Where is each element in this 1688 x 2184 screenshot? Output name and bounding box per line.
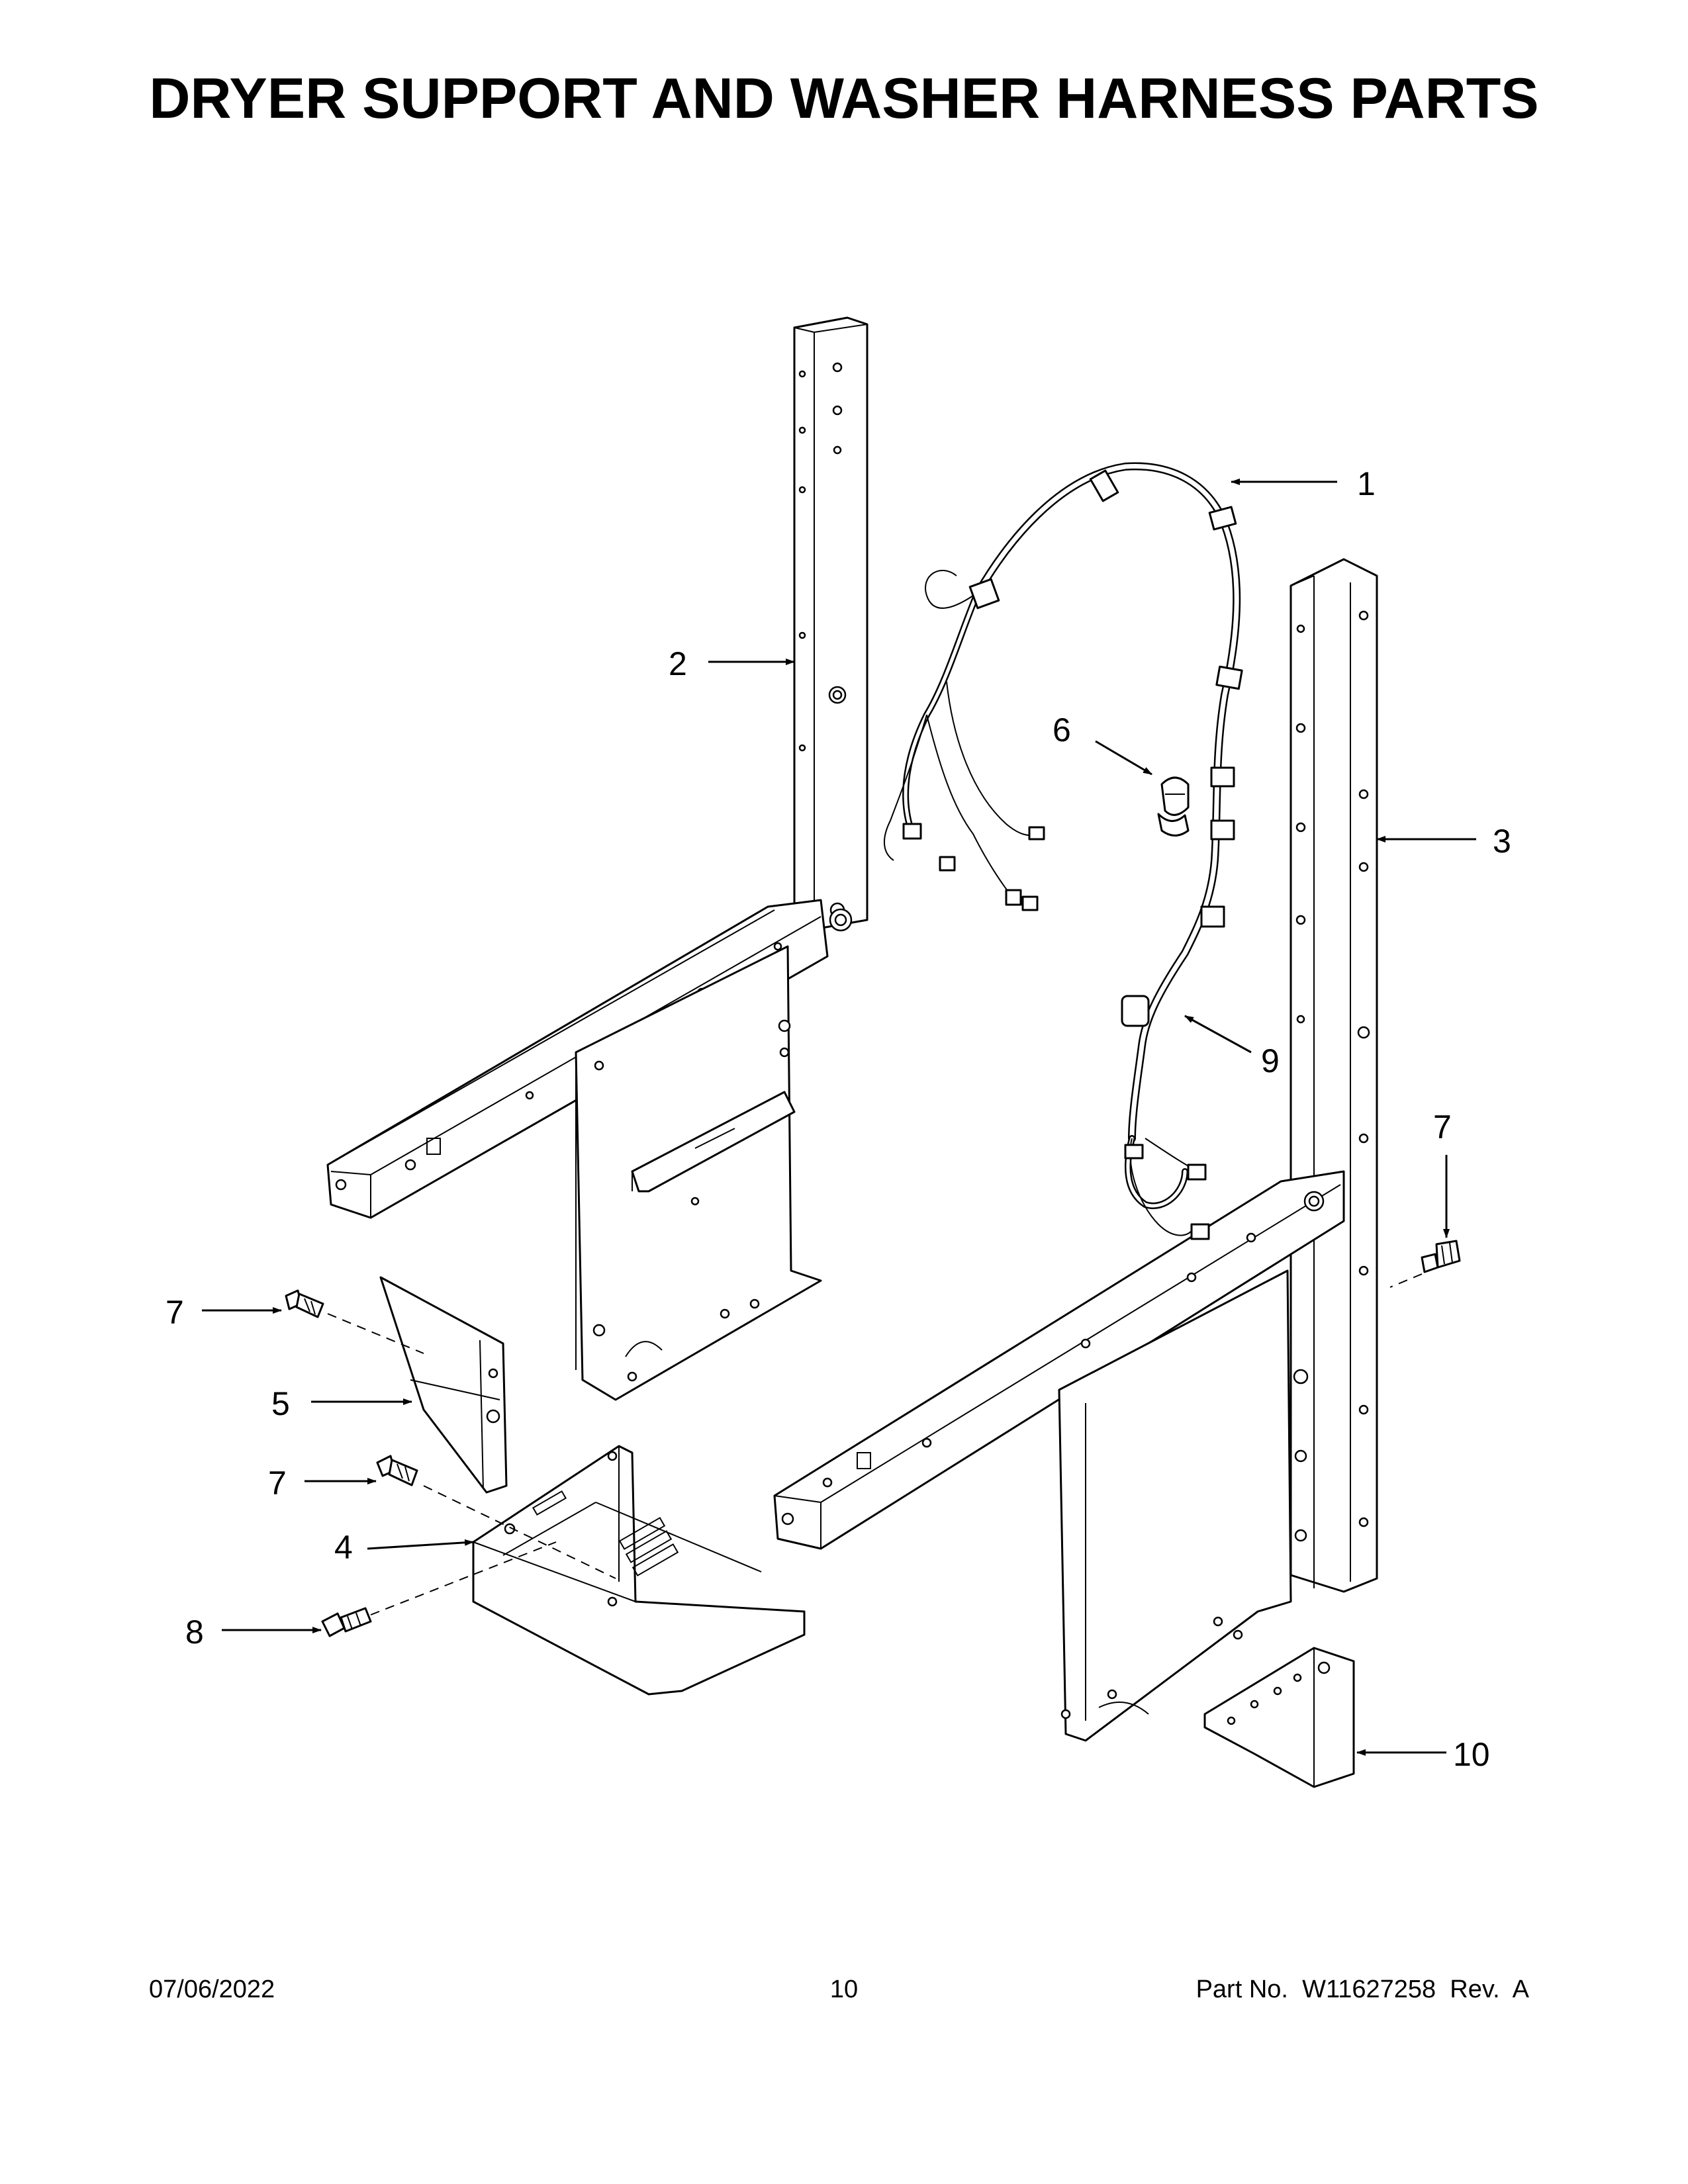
lower-left-bracket [472,1445,806,1696]
callout-2: 2 [669,645,687,682]
right-upright-support [1289,558,1378,1593]
left-back-panel [575,945,822,1401]
callout-10: 10 [1453,1736,1490,1773]
footer-date: 07/06/2022 [149,1976,275,2003]
callout-9: 9 [1261,1042,1280,1079]
page-title: DRYER SUPPORT AND WASHER HARNESS PARTS [149,67,1539,130]
lower-right-bracket [1203,1647,1355,1788]
callout-7-left-mid: 7 [268,1465,287,1502]
screw-7-right [1421,1240,1461,1273]
side-shield [379,1276,508,1494]
left-upright-support [793,316,868,931]
callout-8: 8 [185,1614,204,1651]
callout-arrows [202,478,1476,1756]
callout-1: 1 [1357,465,1376,502]
callout-7-left-top: 7 [165,1294,184,1331]
right-horizontal-arm [773,1170,1345,1550]
callout-7-right: 7 [1433,1109,1452,1146]
footer-part-number: Part No. W11627258 Rev. A [1196,1976,1529,2003]
screw-7-left-top [285,1289,324,1318]
screw-7-left-mid [376,1455,418,1486]
callout-4: 4 [334,1529,353,1566]
washer-wire-harness [883,462,1243,1240]
screw-8 [321,1607,372,1637]
right-back-panel [1058,1269,1292,1742]
callout-5: 5 [271,1385,290,1422]
footer-page-number: 10 [829,1976,859,2003]
callout-6: 6 [1053,711,1071,749]
callout-3: 3 [1493,823,1511,860]
wire-clip [1157,776,1190,837]
